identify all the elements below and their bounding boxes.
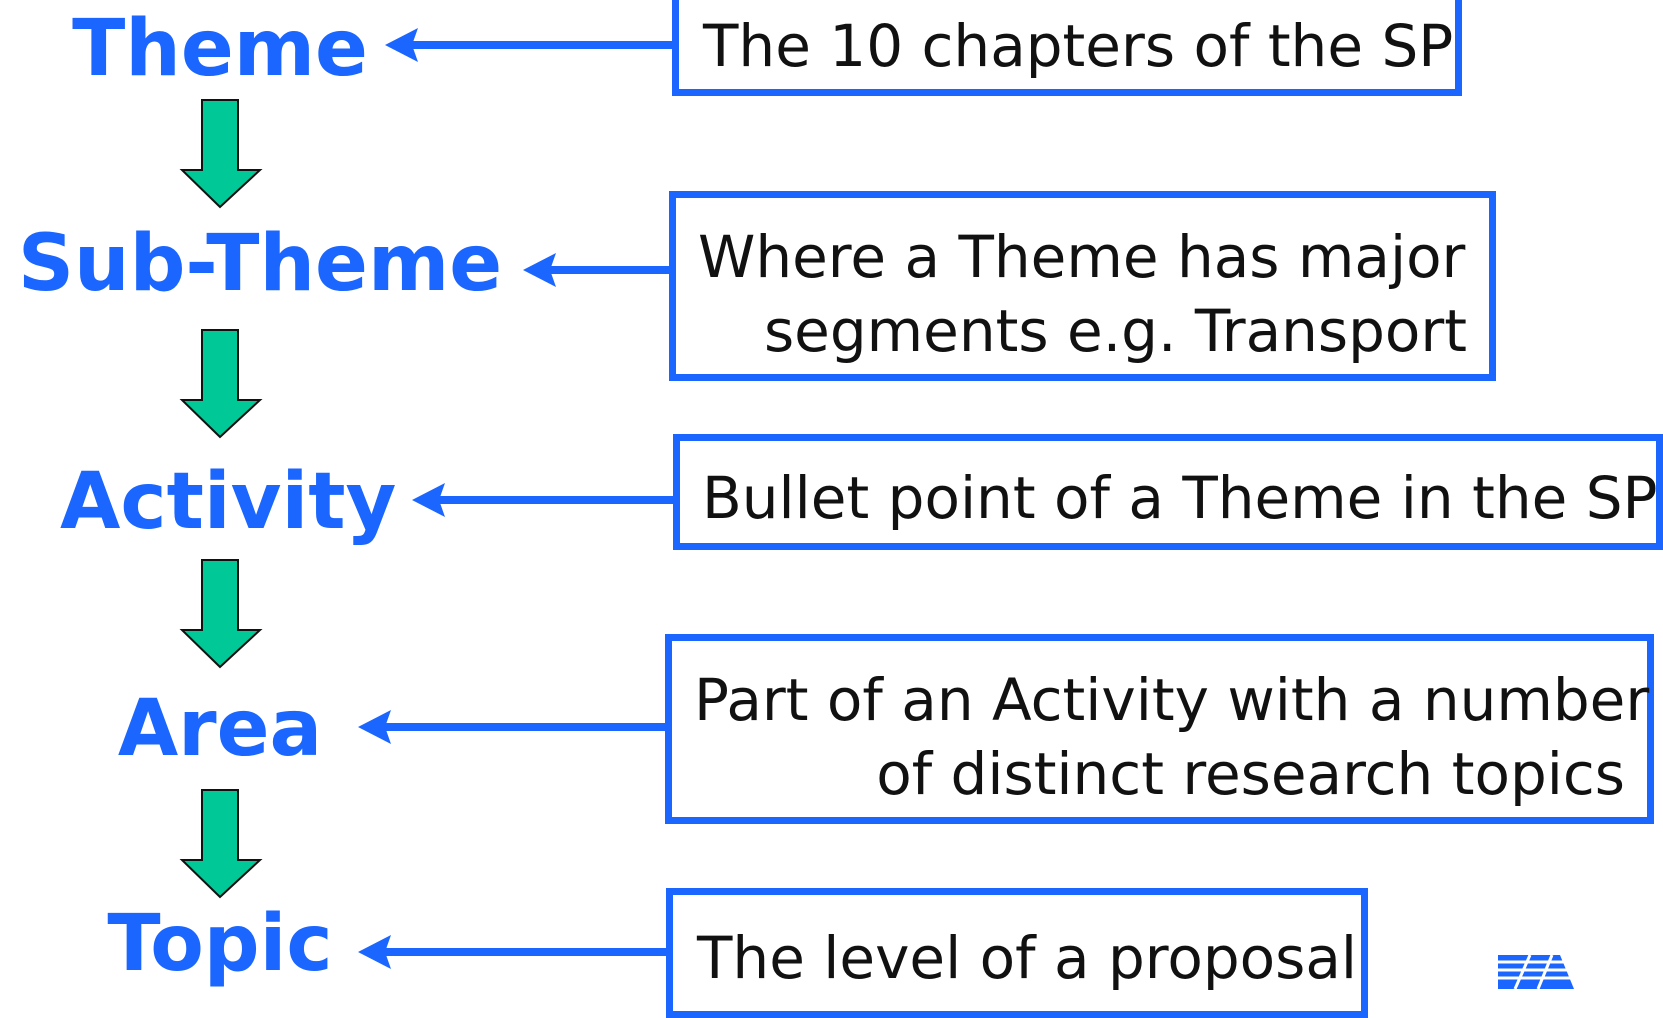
description-line: of distinct research topics <box>876 740 1625 808</box>
level-label-activity: Activity <box>60 457 397 547</box>
description-line: Where a Theme has major <box>698 223 1466 291</box>
level-label-area: Area <box>117 684 323 774</box>
description-line: The level of a proposal <box>697 924 1358 992</box>
description-box-theme: The 10 chapters of the SP <box>672 0 1462 96</box>
description-box-activity: Bullet point of a Theme in the SP <box>673 434 1663 550</box>
level-label-topic: Topic <box>107 899 333 989</box>
level-label-theme: Theme <box>72 4 368 94</box>
left-arrow-icon <box>385 28 672 62</box>
left-arrow-icon <box>412 483 673 517</box>
description-box-sub-theme: Where a Theme has major segments e.g. Tr… <box>669 191 1496 381</box>
level-label-sub-theme: Sub-Theme <box>17 219 503 309</box>
logo-icon <box>1498 954 1574 989</box>
description-box-topic: The level of a proposal <box>666 888 1368 1018</box>
left-arrow-icon <box>358 935 666 969</box>
left-arrow-icon <box>358 710 665 744</box>
description-line: The 10 chapters of the SP <box>703 12 1454 80</box>
description-box-area: Part of an Activity with a number of dis… <box>665 634 1654 824</box>
description-line: segments e.g. Transport <box>763 297 1467 365</box>
left-arrow-icon <box>523 253 669 287</box>
description-line: Bullet point of a Theme in the SP <box>702 464 1658 532</box>
down-arrow-icon <box>179 99 263 209</box>
hierarchy-diagram: Theme Sub-Theme Activity Area Topic The … <box>17 0 1663 1018</box>
down-arrow-icon <box>179 789 263 899</box>
description-line: Part of an Activity with a number <box>694 666 1650 734</box>
down-arrow-icon <box>179 329 263 439</box>
down-arrow-icon <box>179 559 263 669</box>
connector-layer <box>179 28 1574 989</box>
